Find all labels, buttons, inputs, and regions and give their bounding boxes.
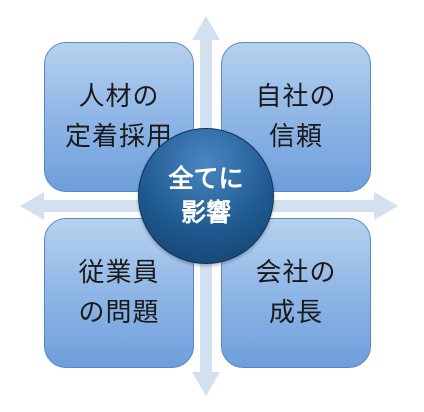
right-arrow-head bbox=[374, 192, 398, 220]
center-circle: 全てに 影響 bbox=[138, 128, 274, 264]
quadrant-label-line: 成長 bbox=[268, 298, 323, 328]
quadrant-company-trust: 自社の 信頼 bbox=[221, 42, 371, 192]
quadrant-label-line: 自社の bbox=[255, 81, 337, 112]
center-label-line: 全てに bbox=[168, 164, 244, 194]
quadrant-label-line: 会社の bbox=[255, 257, 337, 288]
up-arrow-head bbox=[192, 16, 220, 40]
quadrant-label-line: 信頼 bbox=[268, 122, 323, 152]
quadrant-label-line: 定着採用 bbox=[64, 122, 173, 152]
center-label-line: 影響 bbox=[180, 198, 231, 227]
quadrant-label-line: 従業員 bbox=[78, 257, 160, 288]
quadrant-company-growth: 会社の 成長 bbox=[221, 218, 371, 368]
down-arrow-head bbox=[192, 372, 220, 396]
quadrant-label-line: 人材の bbox=[78, 81, 160, 112]
quadrant-label-line: の問題 bbox=[78, 298, 160, 328]
left-arrow-head bbox=[20, 192, 44, 220]
